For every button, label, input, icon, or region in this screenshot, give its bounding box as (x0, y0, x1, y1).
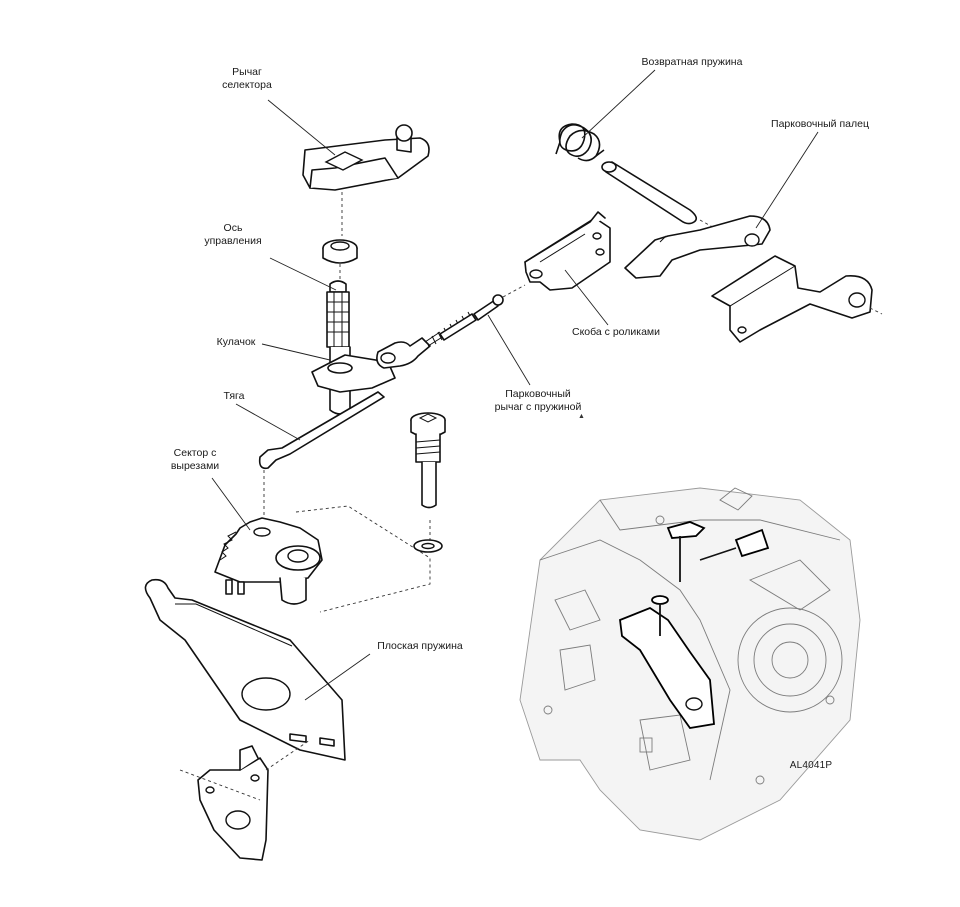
gearbox-illustration (519, 487, 861, 841)
label-detent-sector-line1: Сектор с (173, 447, 217, 459)
label-rod-text: Тяга (223, 390, 245, 402)
label-park-lever-spring-line2: рычаг с пружиной (494, 401, 582, 413)
label-detent-sector: Сектор с вырезами (160, 447, 230, 473)
roller-bracket (524, 211, 611, 291)
flat-spring (144, 578, 346, 761)
label-return-spring: Возвратная пружина (628, 56, 756, 69)
label-return-spring-text: Возвратная пружина (641, 56, 743, 68)
return-spring (555, 123, 605, 162)
label-selector-lever-line1: Рычаг (232, 66, 262, 78)
label-park-lever-spring-line1: Парковочный (505, 388, 571, 400)
label-cam: Кулачок (206, 336, 266, 349)
cam (311, 354, 396, 393)
label-park-pawl: Парковочный палец (756, 118, 884, 131)
figure-code: AL4041P (789, 760, 833, 771)
label-selector-lever-line2: селектора (222, 79, 272, 91)
label-control-shaft: Ось управления (196, 222, 270, 248)
label-roller-bracket: Скоба с роликами (560, 326, 672, 339)
label-flat-spring: Плоская пружина (364, 640, 476, 653)
bolt (410, 412, 446, 553)
label-roller-bracket-text: Скоба с роликами (571, 326, 661, 338)
park-lever-spring (376, 294, 504, 369)
label-control-shaft-line2: управления (204, 235, 262, 247)
leader-lines: ▲ (211, 69, 819, 701)
label-flat-spring-text: Плоская пружина (377, 640, 463, 652)
label-rod: Тяга (214, 390, 254, 403)
park-pawl (624, 215, 771, 279)
label-selector-lever: Рычаг селектора (212, 66, 282, 92)
detent-sector (214, 517, 323, 605)
label-cam-text: Кулачок (216, 336, 256, 348)
link-rod (258, 391, 385, 520)
label-control-shaft-line1: Ось (223, 222, 243, 234)
label-detent-sector-line2: вырезами (170, 460, 220, 472)
bottom-bracket (197, 745, 269, 861)
label-park-lever-spring: Парковочный рычаг с пружиной (478, 388, 598, 414)
svg-text:▲: ▲ (578, 413, 585, 420)
park-lever-plate (711, 255, 883, 343)
selector-lever (302, 124, 430, 191)
label-park-pawl-text: Парковочный палец (771, 118, 869, 130)
